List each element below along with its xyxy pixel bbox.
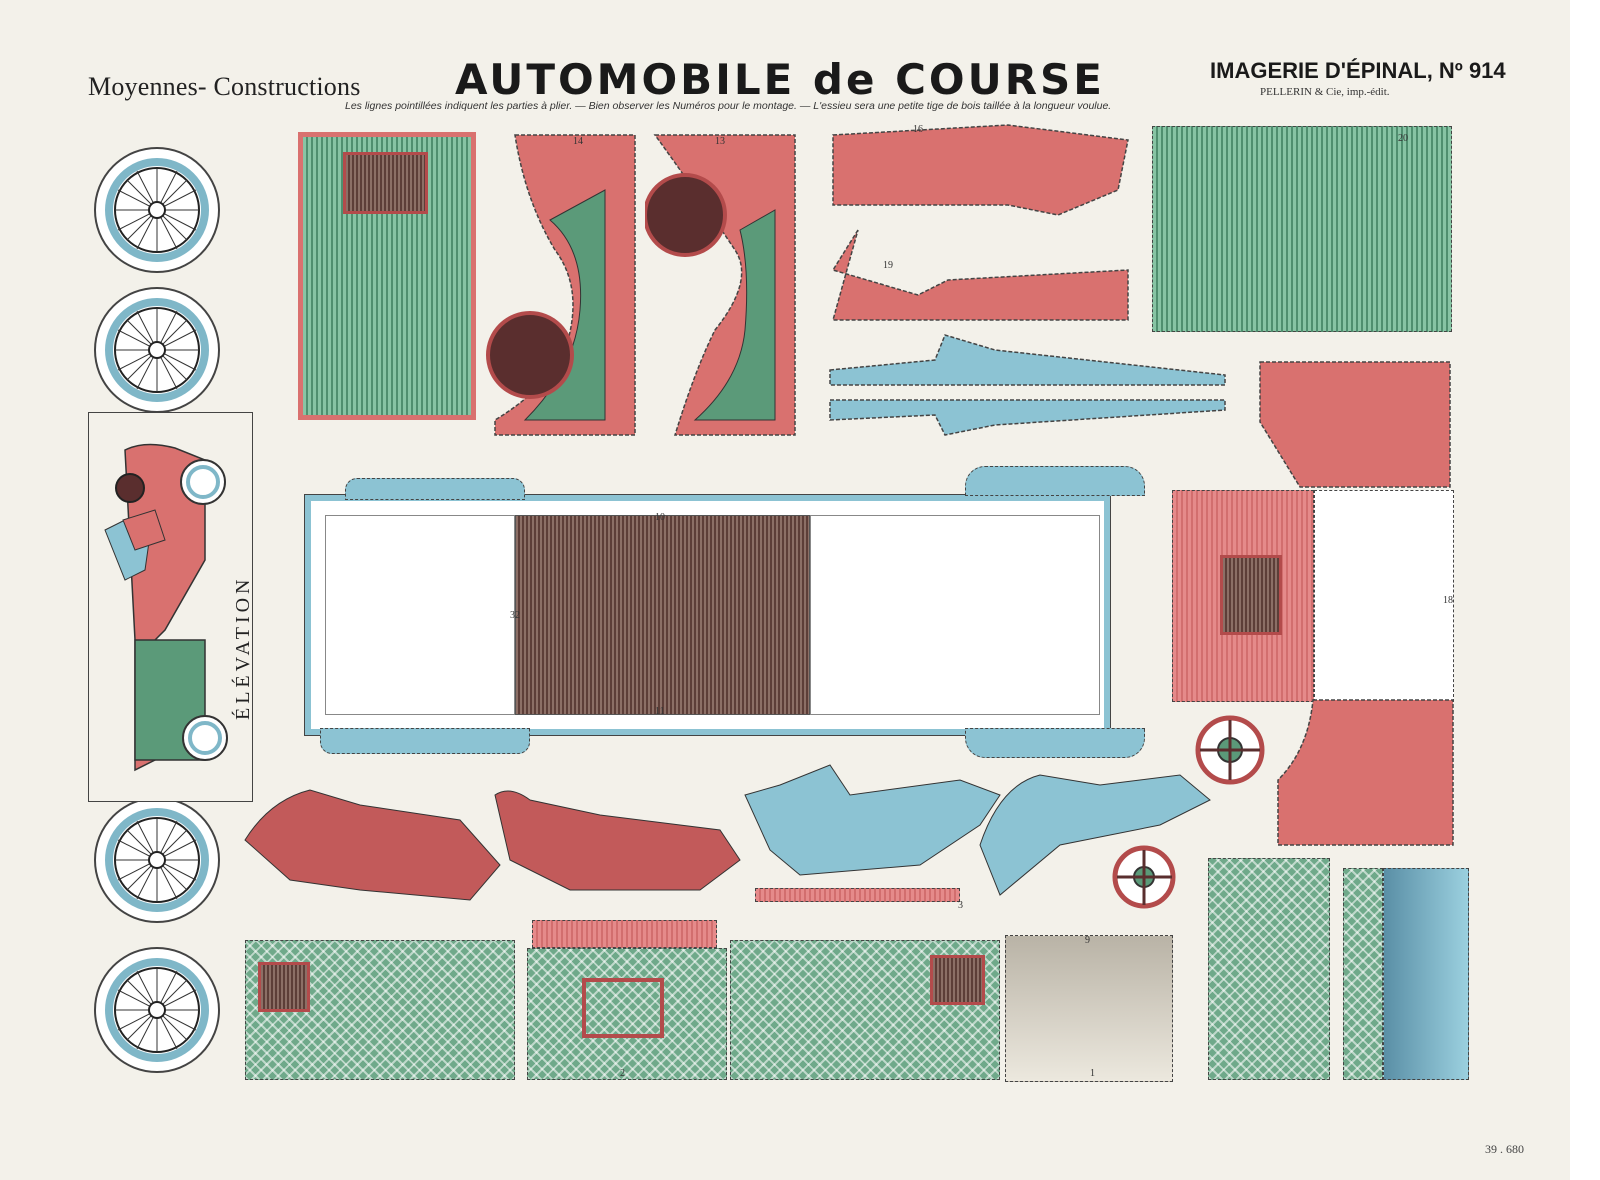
part-number-11: 11 — [655, 706, 665, 717]
hood-panel — [1152, 126, 1452, 332]
catalog-stamp: 39 . 680 — [1485, 1142, 1524, 1156]
side-panel-left: 14 — [486, 134, 636, 436]
publisher-number: IMAGERIE D'ÉPINAL, Nº 914 — [1210, 58, 1506, 83]
part-number-9: 9 — [1085, 935, 1090, 946]
car-elevation-drawing — [104, 443, 228, 772]
radiator-side — [1343, 868, 1383, 1080]
page-title: AUTOMOBILE de COURSE — [455, 55, 1105, 104]
cab-window — [1220, 555, 1282, 635]
chassis-rails — [829, 334, 1226, 436]
side-panel-right: 13 — [645, 134, 796, 436]
front-fender-top — [345, 478, 525, 500]
drivers-blue-figures — [744, 764, 1211, 896]
rear-fender-bottom — [965, 728, 1145, 758]
steering-wheel-icon-1 — [1195, 715, 1265, 785]
chassis-seat-panel — [515, 515, 810, 715]
chassis-front-panel — [325, 515, 515, 715]
fender-pieces: 16 19 — [831, 124, 1129, 321]
drivers-red-figures — [244, 789, 741, 901]
publisher-name: PELLERIN & Cie, imp.-édit. — [1260, 86, 1390, 98]
cab-front-panel — [1314, 490, 1454, 702]
body-back-window — [582, 978, 664, 1038]
part-number-19: 19 — [883, 260, 893, 271]
body-side-left-vent — [258, 962, 310, 1012]
wheel-icon-2 — [94, 287, 220, 413]
part-number-2: 2 — [620, 1068, 625, 1079]
wheel-icon-1 — [94, 147, 220, 273]
part-number-14: 14 — [573, 136, 583, 147]
elevation-label: ÉLÉVATION — [232, 575, 254, 720]
steering-wheel-icon-2 — [1112, 845, 1176, 909]
part-number-16: 16 — [913, 124, 923, 135]
cab-back-panel — [1259, 361, 1451, 488]
part-number-20: 20 — [1398, 133, 1408, 144]
part-number-3: 3 — [958, 900, 963, 911]
chassis-rear-panel — [810, 515, 1100, 715]
assembly-note: Les lignes pointillées indiquent les par… — [345, 100, 1112, 112]
rear-fender-top — [965, 466, 1145, 496]
dashboard-panel — [1005, 935, 1173, 1082]
body-top-strip — [532, 920, 717, 948]
cab-roof-panel — [1277, 699, 1454, 846]
axle-strip — [755, 888, 960, 902]
part-number-13: 13 — [715, 136, 725, 147]
part-number-32: 32 — [510, 610, 520, 621]
floor-hatch — [343, 152, 428, 214]
wheel-icon-3 — [94, 797, 220, 923]
part-number-1: 1 — [1090, 1068, 1095, 1079]
series-label: Moyennes- Constructions — [88, 72, 361, 101]
body-back-panel — [527, 948, 727, 1080]
front-fender-bottom — [320, 728, 530, 754]
body-side-right-vent — [930, 955, 985, 1005]
sheet-margin — [1570, 0, 1600, 1180]
part-number-18: 18 — [1443, 595, 1453, 606]
radiator-panel — [1208, 858, 1330, 1080]
wheel-icon-4 — [94, 947, 220, 1073]
part-number-10: 10 — [655, 512, 665, 523]
windscreen-panel — [1383, 868, 1469, 1080]
